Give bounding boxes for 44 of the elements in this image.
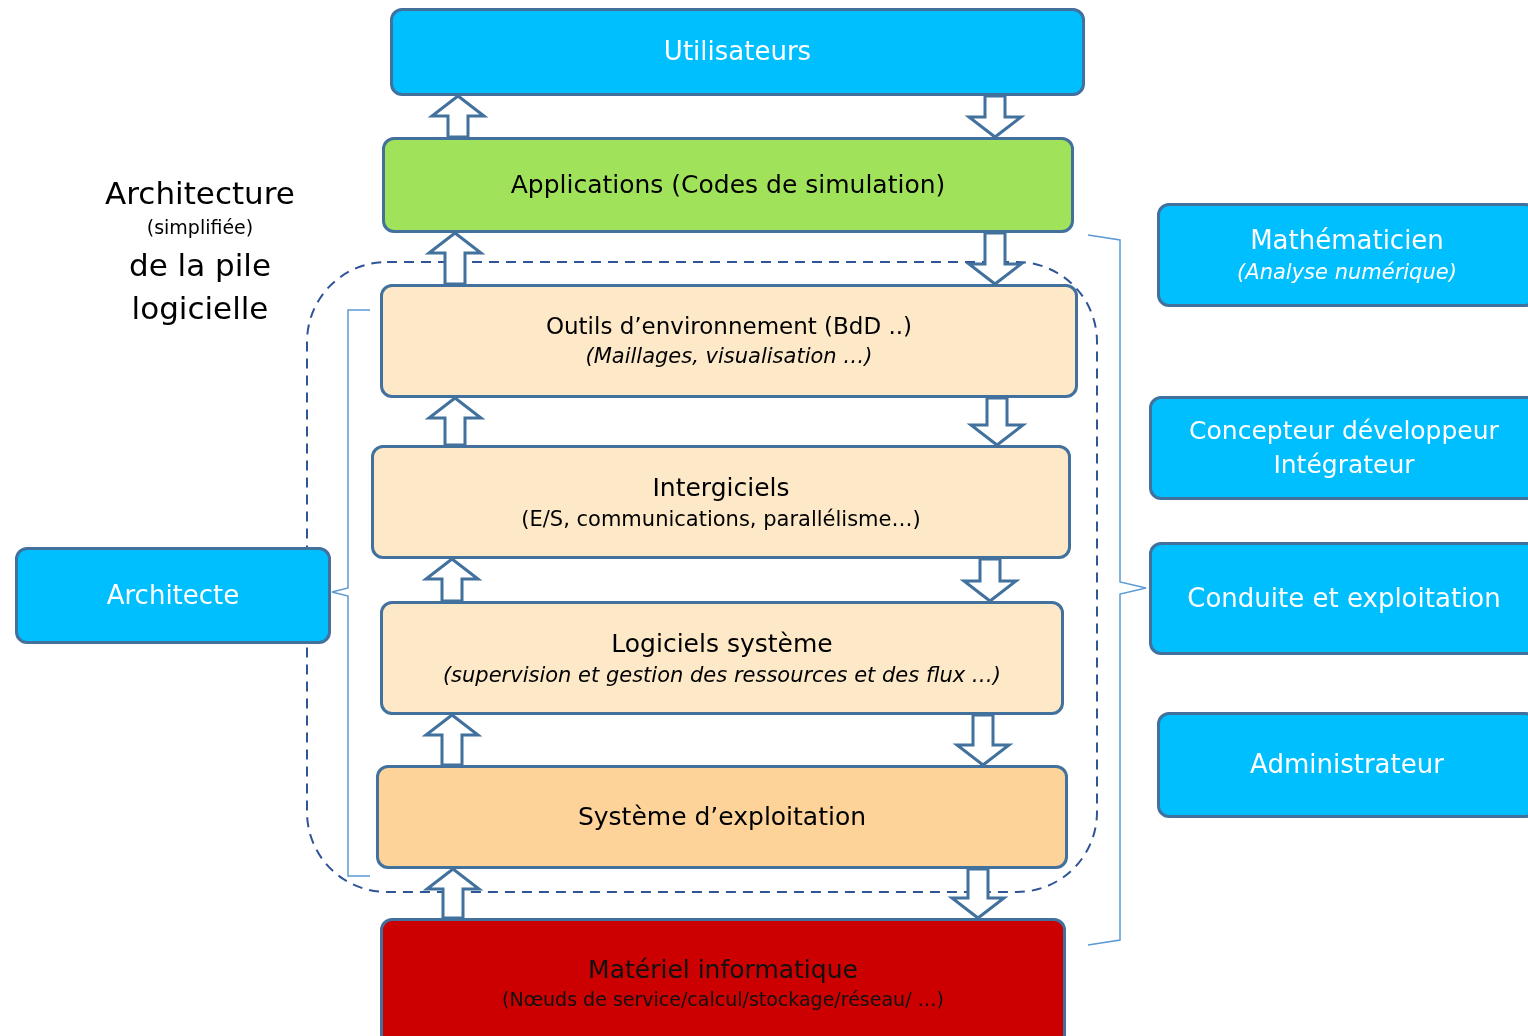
box-title: Concepteur développeur Intégrateur [1188, 415, 1500, 481]
box-title: Intergiciels [652, 471, 790, 504]
block-arrow [424, 396, 486, 447]
heading-text: Architecture [104, 174, 296, 213]
layer-box [380, 601, 1064, 715]
box-title: Mathématicien [1250, 224, 1444, 258]
role-box [1149, 542, 1528, 655]
block-arrow [421, 557, 483, 603]
box-subtitle: (Nœuds de service/calcul/stockage/réseau/ …) [502, 987, 944, 1013]
block-arrow [952, 713, 1014, 767]
block-arrow [959, 557, 1021, 603]
box-subtitle: (E/S, communications, parallélisme…) [521, 505, 921, 533]
block-arrow [427, 94, 489, 139]
role-box [1157, 712, 1528, 818]
box-title: Matériel informatique [588, 954, 858, 987]
role-box [15, 547, 331, 644]
box-title: Outils d’environnement (BdD ..) [545, 312, 913, 342]
layer-box [380, 284, 1078, 398]
box-title: Administrateur [1250, 748, 1444, 782]
block-arrow [947, 867, 1009, 920]
box-title: Conduite et exploitation [1187, 581, 1501, 615]
block-arrow [422, 867, 484, 920]
box-title: Système d’exploitation [577, 801, 867, 834]
block-arrow [421, 713, 483, 767]
layer-box [380, 918, 1066, 1036]
block-arrow [964, 231, 1026, 286]
box-title: Architecte [106, 578, 240, 612]
block-arrow [964, 94, 1026, 139]
block-arrow [966, 396, 1028, 447]
box-title: Logiciels système [611, 627, 833, 660]
role-box [1149, 396, 1528, 500]
box-subtitle: (supervision et gestion des ressources et des flux …) [442, 661, 1002, 689]
heading-text: (simplifiée) [145, 215, 255, 240]
role-box [1157, 203, 1528, 307]
heading-text: de la pile logicielle [127, 246, 272, 329]
box-subtitle: (Maillages, visualisation …) [585, 343, 873, 371]
layer-box [376, 765, 1068, 869]
block-arrow [424, 231, 486, 286]
layer-box [371, 445, 1071, 559]
box-subtitle: (Analyse numérique) [1237, 259, 1457, 287]
layer-box [390, 8, 1085, 96]
layer-box [382, 137, 1074, 233]
box-title: Utilisateurs [663, 35, 812, 69]
box-title: Applications (Codes de simulation) [510, 169, 946, 202]
